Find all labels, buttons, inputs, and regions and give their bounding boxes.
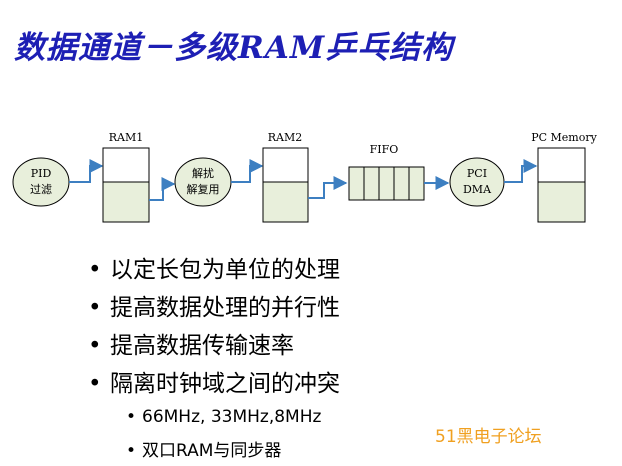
ram1-buffer: [102, 147, 150, 223]
dma-label: DMA: [463, 183, 492, 196]
filter-label: 过滤: [30, 183, 52, 196]
arrow-unpack-ram2: [231, 159, 264, 183]
pc-memory-label: PC Memory: [531, 131, 597, 144]
arrow-pci-pcmemory: [504, 159, 538, 183]
sub-bullet-item: •双口RAM与同步器: [126, 441, 282, 461]
fifo-label: FIFO: [370, 143, 399, 156]
ram1-label: RAM1: [109, 131, 144, 144]
arrow-pid-ram1: [69, 159, 104, 183]
slide-title: 数据通道－多级RAM乒乓结构: [14, 30, 454, 66]
data-path-diagram: PID 过滤 RAM1 解扰 解复用 RAM2 FIFO PCI D: [12, 131, 598, 223]
watermark: 51黑电子论坛: [435, 427, 542, 447]
descramble-demux-node: 解扰 解复用: [174, 157, 232, 207]
pid-label: PID: [31, 167, 52, 180]
pci-label: PCI: [467, 167, 487, 180]
ram2-label: RAM2: [268, 131, 303, 144]
arrow-ram2-fifo: [308, 176, 348, 199]
fifo-buffer: [348, 166, 425, 201]
arrow-ram1-unpack: [149, 177, 176, 201]
pc-memory-buffer: [537, 147, 586, 223]
sub-bullet-item: •66MHz, 33MHz,8MHz: [126, 407, 322, 427]
bullet-item: •以定长包为单位的处理: [88, 257, 340, 283]
pid-filter-node: PID 过滤: [12, 157, 70, 207]
bullet-item: •提高数据处理的并行性: [88, 295, 340, 321]
bullet-item: •隔离时钟域之间的冲突: [88, 371, 340, 397]
descramble-label: 解扰: [192, 166, 214, 180]
pci-dma-node: PCI DMA: [449, 157, 505, 207]
bullet-item: •提高数据传输速率: [88, 333, 294, 359]
ram2-buffer: [262, 147, 309, 223]
demux-label: 解复用: [187, 182, 220, 196]
